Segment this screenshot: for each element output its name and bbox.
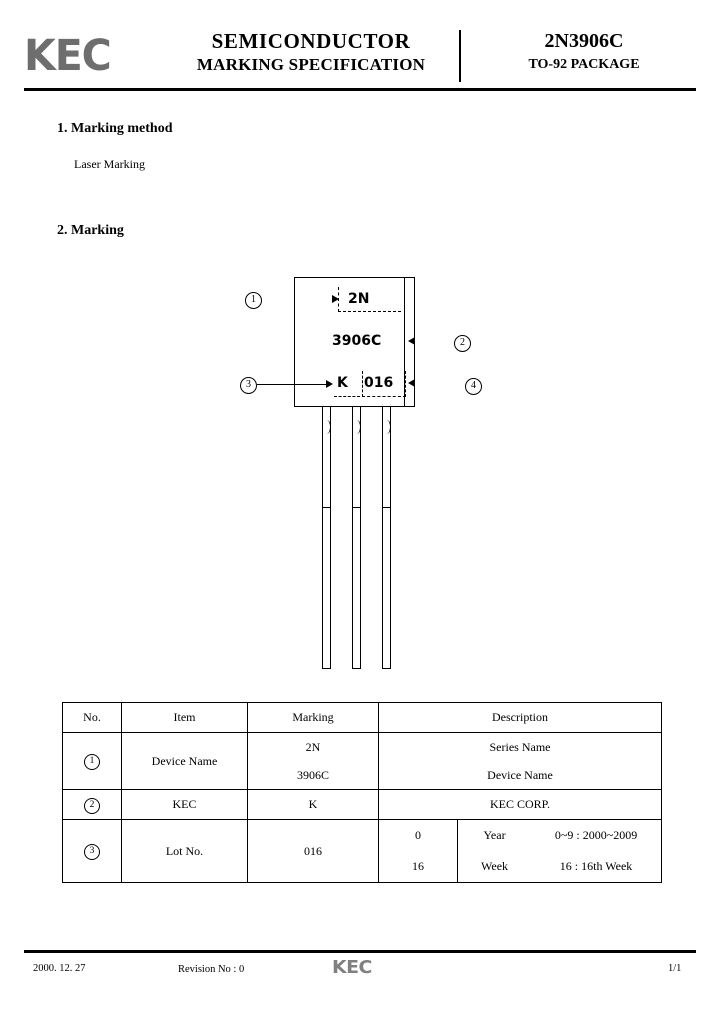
marking-table: No. Item Marking Description 1 Device Na… — [62, 702, 662, 883]
footer-date: 2000. 12. 27 — [33, 963, 86, 974]
lead-1-tip — [322, 668, 331, 670]
callout-3: 3 — [240, 377, 257, 394]
row-2-marking: K — [247, 789, 379, 820]
lead-2-tip — [352, 668, 361, 670]
header-title-line1: SEMICONDUCTOR — [211, 29, 411, 53]
row-1-desc-b: Device Name — [487, 767, 553, 782]
row-3-marking: 016 — [247, 819, 379, 883]
row-2-callout: 2 — [84, 797, 100, 814]
section-1-title: 1. Marking method — [57, 121, 173, 136]
row-1-desc-a: Series Name — [489, 739, 551, 754]
row-3-sub-b-desc: 16 : 16th Week — [559, 859, 633, 873]
callout-1: 1 — [245, 292, 262, 309]
header-rule — [24, 88, 696, 91]
row-1-callout: 1 — [84, 754, 100, 770]
lead-1-lower — [322, 507, 331, 669]
row-1-no: 1 — [62, 732, 122, 790]
row-3-sub-a-label: Year — [483, 828, 506, 842]
row-3-sub-a-mark: 0 — [415, 828, 421, 842]
lead-1-joint — [322, 507, 331, 509]
footer-page-number: 1/1 — [668, 963, 682, 974]
table-row: 3 Lot No. 016 0 16 Year 0~9 : 2000~2009 — [62, 819, 662, 883]
row-3-sub-a-desc: 0~9 : 2000~2009 — [554, 828, 638, 842]
row-3-item: Lot No. — [121, 819, 248, 883]
part-number: 2N3906C — [544, 30, 624, 52]
header-title-block: SEMICONDUCTOR MARKING SPECIFICATION — [174, 28, 448, 76]
kec-pointer-arrow-icon — [326, 380, 333, 388]
lead-2-joint — [352, 507, 361, 509]
row-3-sub-b-label: Week — [481, 859, 509, 873]
marking-text-kec: K — [337, 375, 348, 391]
row-2-description: KEC CORP. — [378, 789, 662, 820]
lead-3-joint — [382, 507, 391, 509]
table-row: 1 Device Name 2N 3906C Series Name Devic… — [62, 732, 662, 790]
lead-2-lower — [352, 507, 361, 669]
lead-3-upper — [382, 407, 391, 507]
row-3-marking-breakdown: 0 16 — [378, 819, 458, 883]
row-1-marking-b: 3906C — [296, 767, 329, 782]
table-row: 2 KEC K KEC CORP. — [62, 789, 662, 820]
device-pointer-arrow-icon — [408, 337, 415, 345]
header-part-block: 2N3906C TO-92 PACKAGE — [472, 28, 696, 76]
lead-3-lower — [382, 507, 391, 669]
callout-2: 2 — [454, 335, 471, 352]
kec-mark-highlight-box — [334, 371, 360, 397]
marking-text-lot: 016 — [364, 375, 394, 391]
header-description: Description — [378, 702, 662, 733]
series-pointer-arrow-icon — [332, 295, 339, 303]
header-no: No. — [62, 702, 122, 733]
row-1-description: Series Name Device Name — [378, 732, 662, 790]
package-type: TO-92 PACKAGE — [528, 57, 640, 72]
callout-3-leader-line — [257, 384, 328, 386]
lead-2-upper — [352, 407, 361, 507]
package-body-outline — [294, 277, 415, 407]
kec-logo: KEC — [24, 31, 112, 81]
page-header: KEC SEMICONDUCTOR MARKING SPECIFICATION … — [24, 28, 696, 84]
row-3-callout: 3 — [84, 844, 100, 860]
package-flat-face-line — [404, 277, 406, 407]
header-marking: Marking — [247, 702, 379, 733]
row-2-no: 2 — [62, 789, 122, 820]
row-3-description: Year 0~9 : 2000~2009 Week 16 : 16th Week — [457, 819, 662, 883]
lead-3-notch — [382, 420, 391, 434]
marking-text-series: 2N — [348, 291, 370, 307]
footer-kec-logo: KEC — [332, 957, 372, 978]
marking-text-device: 3906C — [332, 333, 382, 349]
row-3-no: 3 — [62, 819, 122, 883]
lead-1-notch — [322, 420, 331, 434]
lead-2-notch — [352, 420, 361, 434]
lead-1-upper — [322, 407, 331, 507]
callout-4: 4 — [465, 378, 482, 395]
lot-pointer-arrow-icon — [408, 379, 415, 387]
footer-revision: Revision No : 0 — [178, 964, 245, 975]
header-divider — [459, 30, 461, 82]
row-1-marking-a: 2N — [305, 739, 321, 754]
table-header-row: No. Item Marking Description — [62, 702, 662, 733]
row-1-item: Device Name — [121, 732, 248, 790]
row-3-sub-b-mark: 16 — [412, 859, 424, 873]
row-2-item: KEC — [121, 789, 248, 820]
footer-rule — [24, 950, 696, 953]
section-1-body: Laser Marking — [74, 157, 145, 171]
package-drawing: 2N 3906C K 016 1 2 3 4 — [230, 265, 500, 685]
lot-no-highlight-box — [362, 371, 406, 397]
lead-3-tip — [382, 668, 391, 670]
header-title-line2: MARKING SPECIFICATION — [196, 55, 426, 74]
row-1-marking: 2N 3906C — [247, 732, 379, 790]
section-2-title: 2. Marking — [57, 223, 124, 238]
header-item: Item — [121, 702, 248, 733]
